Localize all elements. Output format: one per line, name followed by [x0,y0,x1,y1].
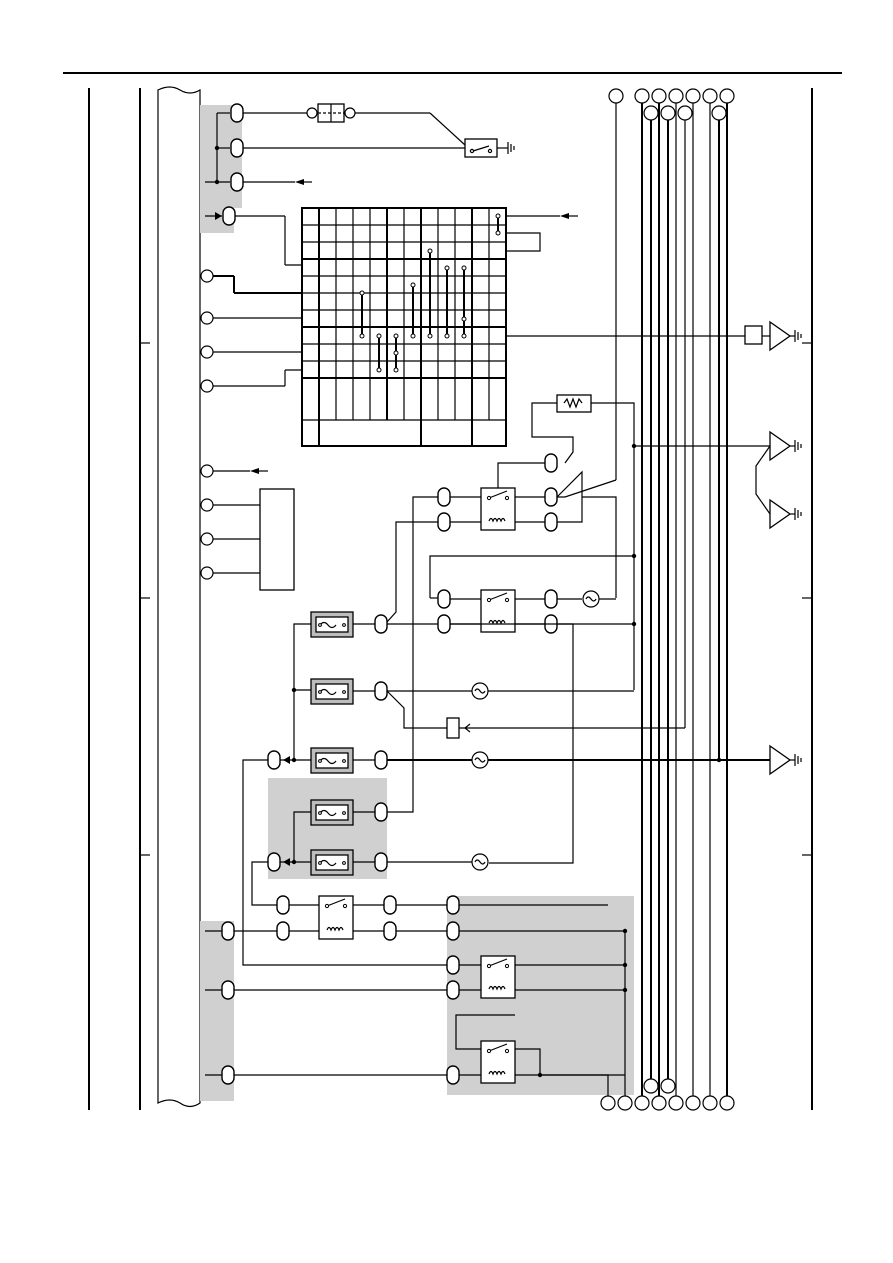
ground-icon [790,440,802,452]
connector-icon [383,921,397,941]
relay-icon [318,895,354,940]
connector-icon [383,895,397,915]
bus-lines [600,88,770,1111]
connector-icon [374,614,388,634]
matrix-feed [205,206,302,266]
connector-icon [276,895,290,915]
fuse-column [242,611,770,966]
connector-icon [221,1065,235,1085]
connector-icon [446,921,460,941]
connector-icon [446,955,460,975]
switch-matrix [301,207,745,447]
connector-icon [374,750,388,770]
connector-icon [544,487,558,507]
right-grounds [744,320,802,776]
connector-icon [230,103,244,123]
connector-icon [544,453,558,473]
relay-icon [480,1040,516,1084]
ground-icon [790,754,802,766]
relay-group-2 [387,553,637,864]
connector-icon [222,206,236,226]
connector-icon [374,802,388,822]
matrix-inputs [200,269,302,393]
diode-icon [446,717,460,739]
top-connector-group [205,103,515,192]
left-frame [88,88,150,1110]
connector-icon [544,512,558,532]
connector-icon [276,921,290,941]
connector-icon [221,921,235,941]
connector-icon [446,980,460,1000]
connector-icon [267,750,281,770]
connector-icon [437,589,451,609]
connector-icon [267,852,281,872]
connector-icon [374,852,388,872]
connector-icon [221,980,235,1000]
right-frame [802,88,813,1110]
connector-icon [437,487,451,507]
relay-group-1 [386,394,635,813]
ground-icon [790,330,802,342]
connector-icon [437,512,451,532]
connector-icon [437,614,451,634]
connector-icon [230,138,244,158]
lower-relays [205,895,628,1096]
control-unit-box [200,464,295,591]
connector-icon [446,1065,460,1085]
ground-icon [507,142,515,154]
ground-icon [790,508,802,520]
junction-block-body [157,86,201,1108]
connector-icon [374,681,388,701]
connector-icon [230,172,244,192]
resistor-icon [556,394,592,413]
connector-icon [544,589,558,609]
connector-icon [446,895,460,915]
